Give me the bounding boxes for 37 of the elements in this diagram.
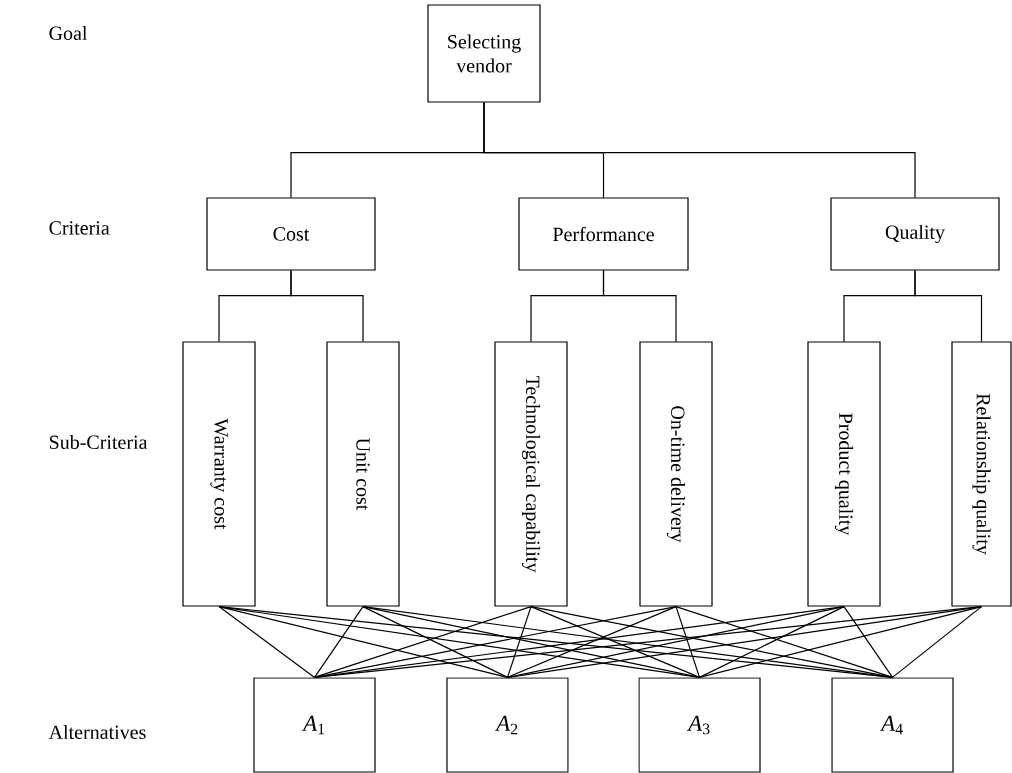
sub-criterion-box: Unit cost xyxy=(326,341,400,607)
connector-line xyxy=(675,606,701,678)
level-label: Goal xyxy=(49,25,88,40)
sub-criterion-box: Product quality xyxy=(807,341,881,607)
connector-line xyxy=(675,606,894,678)
connector-line xyxy=(891,606,983,678)
level-label: Criteria xyxy=(49,221,110,235)
connector-line xyxy=(483,102,916,198)
connector-line xyxy=(698,606,983,678)
level-label: Sub-Criteria xyxy=(49,434,148,449)
connector-line xyxy=(313,606,532,678)
connector-line xyxy=(313,606,364,678)
alternative-box: A$_{2}$ xyxy=(446,677,569,773)
connector-line xyxy=(218,606,509,678)
criterion-box: Quality xyxy=(830,197,1000,271)
alternative-box: A$_{1}$ xyxy=(253,677,376,773)
level-label: Alternatives xyxy=(48,724,146,739)
alternative-box: A$_{4}$ xyxy=(831,677,954,773)
criterion-box: Performance xyxy=(518,197,689,271)
connector-line xyxy=(530,606,701,678)
alternative-box: A$_{3}$ xyxy=(638,677,761,773)
connector-line xyxy=(362,606,509,678)
connector-line xyxy=(506,606,677,678)
sub-criterion-box: Relationship quality xyxy=(951,341,1012,607)
sub-criterion-box: Warranty cost xyxy=(182,341,256,607)
connector-line xyxy=(362,606,701,678)
connector-line xyxy=(914,270,983,342)
connector-line xyxy=(506,606,532,678)
goal-box: Selecting vendor xyxy=(427,4,541,103)
connector-line xyxy=(218,606,316,678)
connector-line xyxy=(290,270,364,342)
sub-criterion-box: Technological capability xyxy=(494,341,568,607)
connector-line xyxy=(530,606,894,678)
sub-criterion-box: On-time delivery xyxy=(639,341,713,607)
connector-line xyxy=(602,270,677,342)
connector-line xyxy=(843,606,894,678)
criterion-box: Cost xyxy=(206,197,376,271)
